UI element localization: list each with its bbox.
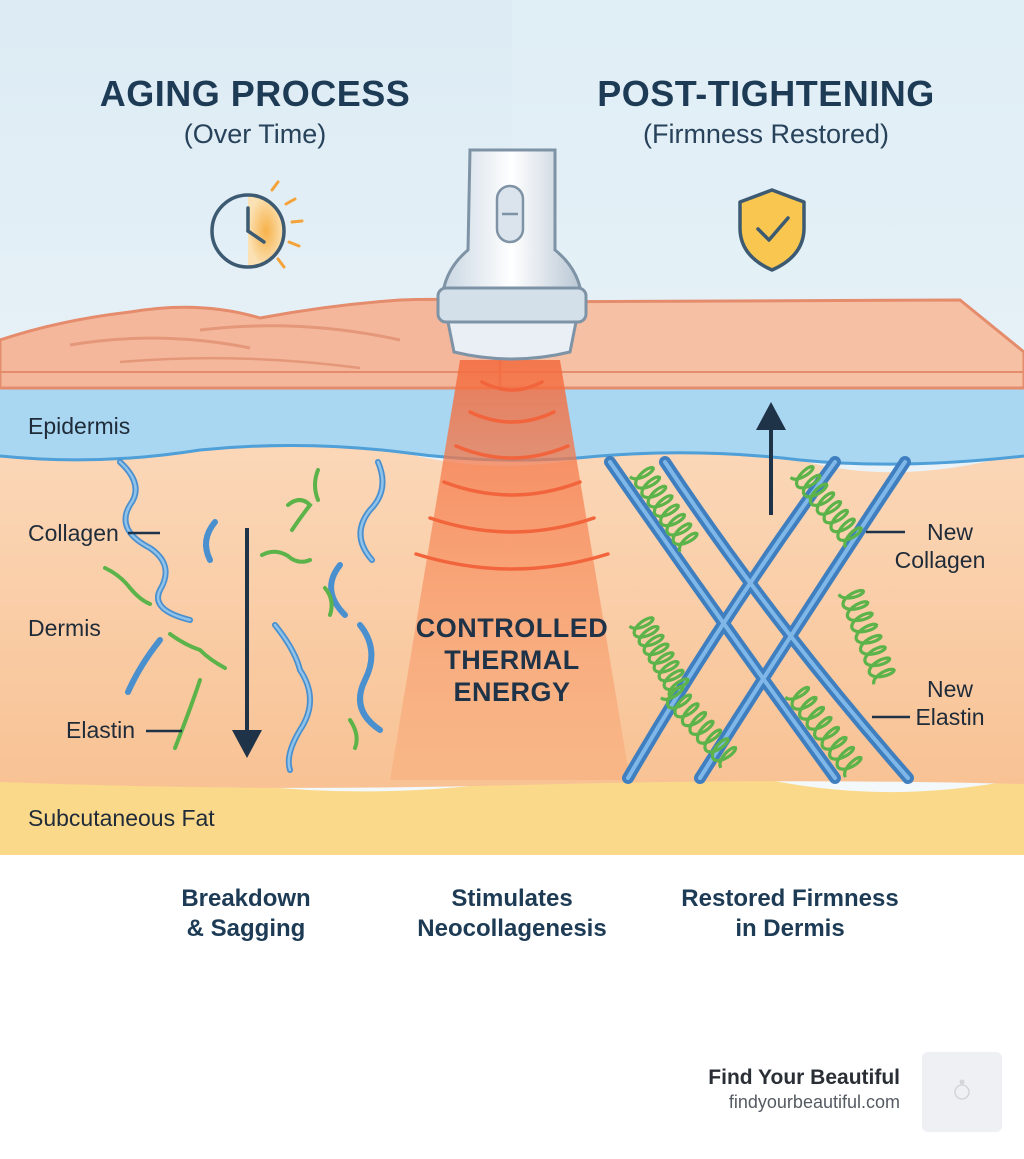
new-collagen-label-line1: New [926, 519, 973, 545]
tightening-subtitle: (Firmness Restored) [642, 119, 890, 149]
heat-wave [414, 552, 610, 571]
broken-fibers [103, 459, 386, 773]
elastin-label: Elastin [66, 717, 136, 743]
wrinkle-line [119, 356, 361, 370]
collagen-label: Collagen [28, 520, 119, 546]
caption-left-line1: Breakdown [181, 885, 311, 912]
lifting-arrow [756, 402, 786, 515]
heat-wave [454, 444, 570, 460]
new-collagen-fibers [604, 456, 914, 784]
energy-label-line1: CONTROLLED [415, 613, 609, 643]
new-collagen-label-line2: Collagen [894, 547, 986, 573]
subcutaneous-fat-label: Subcutaneous Fat [28, 805, 215, 831]
brand-url: findyourbeautiful.com [728, 1092, 900, 1112]
label-pointers [128, 530, 910, 733]
elastin-coil [789, 464, 863, 549]
new-elastin-label-line1: New [926, 676, 973, 702]
clock-icon [210, 180, 304, 269]
aging-subtitle: (Over Time) [183, 119, 327, 149]
heat-wave [442, 480, 582, 497]
caption-left-line2: & Sagging [186, 915, 306, 942]
aging-title: AGING PROCESS [99, 73, 411, 114]
heat-waves [414, 380, 610, 571]
elastin-coil [837, 588, 896, 685]
fat-layer [0, 770, 1024, 855]
epidermis-label: Epidermis [28, 413, 131, 439]
broken-elastin [103, 468, 359, 750]
elastin-coil [628, 465, 699, 553]
dermis-label: Dermis [28, 615, 101, 641]
caption-right-line1: Restored Firmness [681, 885, 899, 912]
elastin-coil [628, 616, 690, 697]
heat-wave [468, 410, 556, 424]
elastin-coil [784, 685, 863, 778]
elastin-coil [660, 684, 738, 769]
caption-center-line2: Neocollagenesis [417, 915, 607, 942]
new-elastin-coils [628, 464, 896, 778]
energy-label-line3: ENERGY [453, 677, 571, 707]
caption-right-line2: in Dermis [735, 915, 845, 942]
brand-logo-icon [954, 1079, 970, 1100]
heat-wave [480, 380, 544, 392]
heat-wave [428, 516, 596, 534]
sagging-arrow [232, 528, 262, 758]
tightening-title: POST-TIGHTENING [597, 73, 935, 114]
caption-background [0, 855, 1024, 1154]
brand-name: Find Your Beautiful [708, 1066, 900, 1089]
brand-logo [922, 1052, 1002, 1132]
new-elastin-label-line2: Elastin [915, 704, 985, 730]
wrinkle-line [69, 336, 251, 350]
ultrasound-device [436, 148, 588, 361]
collagen-highlight [118, 460, 384, 772]
wrinkle-line [199, 324, 401, 342]
shield-check-icon [738, 188, 806, 272]
caption-center-line1: Stimulates [451, 885, 573, 912]
energy-label-line2: THERMAL [444, 645, 580, 675]
